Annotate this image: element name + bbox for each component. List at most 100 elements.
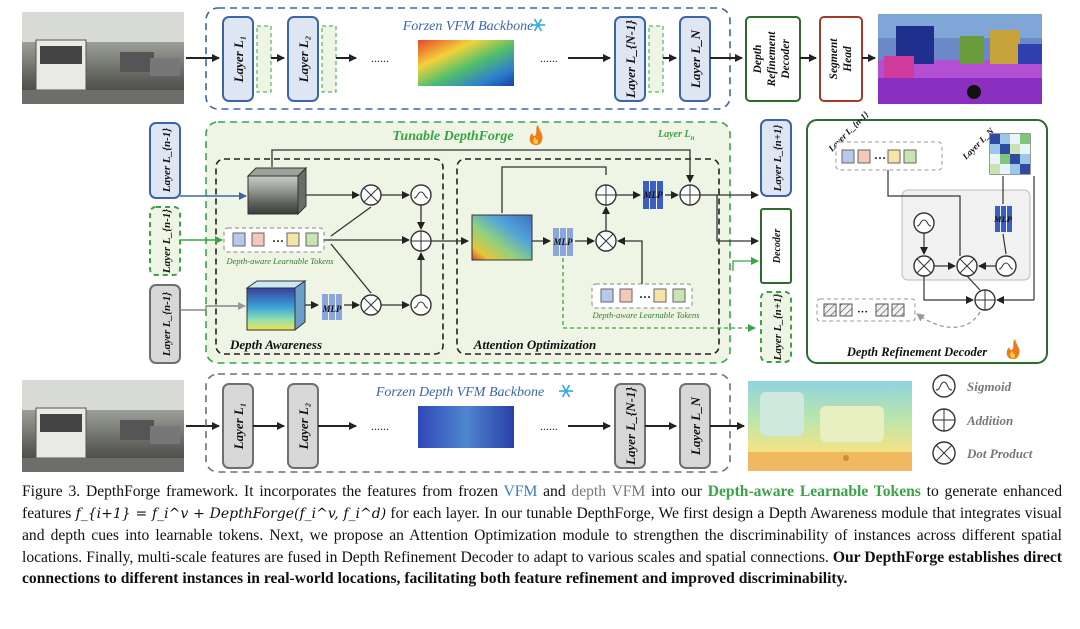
frozen-vfm-title: Forzen VFM Backbone <box>402 19 534 34</box>
feature-heatmap-top <box>418 40 514 86</box>
svg-text:MLP: MLP <box>553 237 574 247</box>
connectors-left <box>271 149 694 309</box>
frozen-depth-title: Forzen Depth VFM Backbone <box>375 385 544 400</box>
depth-aware-tokens-left: ··· <box>223 227 325 253</box>
svg-text:Layer L₁: Layer L₁ <box>231 36 246 84</box>
svg-text:Depth: Depth <box>752 45 764 75</box>
feature-heatmap-bottom <box>418 406 514 448</box>
ellipsis: ...... <box>540 419 558 433</box>
mlp-middle: MLP <box>553 228 574 256</box>
attention-optimization-box <box>456 158 720 355</box>
caption-dlt: Depth-aware Learnable Tokens <box>707 483 921 500</box>
svg-text:Segment: Segment <box>828 38 840 80</box>
arrow-feedback <box>916 311 981 328</box>
frozen-depth-vfm-box <box>205 373 731 473</box>
dot-product-op <box>595 230 617 252</box>
ellipsis: ...... <box>540 51 558 65</box>
depth-refinement-decoder-block: Depth Refinement Decoder <box>745 16 801 102</box>
svg-text:Layer L_{N-1}: Layer L_{N-1} <box>623 20 638 99</box>
layer-ln-minus1-blue: Layer L_{n-1} <box>149 122 181 199</box>
connectors-decoder <box>887 170 1035 304</box>
svg-text:Layer L_{N-1}: Layer L_{N-1} <box>623 387 638 466</box>
token-caption-left: Depth-aware Learnable Tokens <box>225 256 334 266</box>
svg-text:Layer L_N: Layer L_N <box>688 396 703 456</box>
svg-text:···: ··· <box>639 290 651 304</box>
legend-sigmoid: Sigmoid <box>932 374 1012 398</box>
dot-product-op <box>913 255 935 277</box>
arrow-green <box>732 257 759 271</box>
caption-text: and <box>537 483 572 500</box>
legend-addition-label: Addition <box>966 413 1013 428</box>
caption-text: Figure 3. DepthForge framework. It incor… <box>22 483 504 500</box>
ellipsis: ...... <box>371 51 389 65</box>
token-slot <box>256 25 272 93</box>
mlp-decoder: MLP <box>993 206 1013 232</box>
caption-text: to generate enhanced features <box>22 483 1062 522</box>
svg-text:Layer L_{n+1}: Layer L_{n+1} <box>772 124 784 192</box>
sigmoid-op <box>410 184 432 206</box>
attention-grid-icon <box>989 133 1031 175</box>
svg-text:Refinement: Refinement <box>766 31 778 88</box>
ellipsis: ...... <box>371 419 389 433</box>
segment-head-block: Segment Head <box>819 16 863 102</box>
sigmoid-op <box>410 294 432 316</box>
caption-formula: f_{i+1} = f_i^v + DepthForge(f_i^v, f_i^… <box>75 505 387 522</box>
depth-awareness-title: Depth Awareness <box>229 337 322 352</box>
svg-text:Layer L₂: Layer L₂ <box>296 36 311 84</box>
caption-text: for each layer. In our tunable DepthForg… <box>22 504 1062 566</box>
layer-l1-bottom: Layer L₁ <box>222 383 254 469</box>
caption-text: into our <box>645 483 708 500</box>
sigmoid-op <box>913 212 935 234</box>
layer-ln-minus1-gray: Layer L_{n-1} <box>149 284 181 364</box>
sigmoid-op <box>995 255 1017 277</box>
layer-l2-bottom: Layer L₂ <box>287 383 319 469</box>
addition-op <box>679 184 701 206</box>
depth-output-image <box>748 381 912 471</box>
svg-text:Layer L_{n-1}: Layer L_{n-1} <box>161 128 173 193</box>
layer-l2-top: Layer L₂ <box>287 16 319 102</box>
dot-product-op <box>956 255 978 277</box>
svg-text:Layer L_{n-1}: Layer L_{n-1} <box>161 292 173 357</box>
mlp-left: MLP <box>322 294 342 320</box>
arrow-green-dashed <box>562 258 756 332</box>
svg-text:Layer L_N: Layer L_N <box>688 29 703 89</box>
svg-text:Layer L₂: Layer L₂ <box>296 403 311 451</box>
svg-text:Layer L_{n+1}: Layer L_{n+1} <box>772 293 784 361</box>
mlp-upper: MLP <box>643 181 663 209</box>
depth-awareness-box <box>215 158 444 355</box>
snowflake-icon <box>559 384 573 398</box>
svg-text:···: ··· <box>857 306 868 318</box>
arrow-gray <box>180 302 246 311</box>
depth-aware-tokens-right: ··· <box>591 283 693 309</box>
connectors-right <box>501 166 759 284</box>
layer-l1-top: Layer L₁ <box>222 16 254 102</box>
attention-optimization-title: Attention Optimization <box>473 337 596 352</box>
attention-heatmap <box>471 214 533 261</box>
addition-op <box>595 184 617 206</box>
street-image-top <box>22 12 184 104</box>
depthforge-diagram: Forzen VFM Backbone Layer L₁ Layer L₂ ..… <box>22 7 1048 473</box>
segmentation-output-image <box>878 14 1042 104</box>
legend-dot-product: Dot Product <box>932 441 1033 465</box>
depth-feature-cube <box>245 280 307 332</box>
token-caption-right: Depth-aware Learnable Tokens <box>591 310 700 320</box>
layer-ln1-top: Layer L_{N-1} <box>614 16 646 102</box>
legend-sigmoid-label: Sigmoid <box>967 379 1012 394</box>
layer-ln-plus1-green: Layer L_{n+1} <box>760 291 792 363</box>
decoder-block: Decoder <box>760 208 792 284</box>
street-image-bottom <box>22 380 184 472</box>
caption-bold: Our DepthForge establishes direct connec… <box>22 548 1062 588</box>
hatched-token-row: ··· <box>816 298 916 322</box>
visual-feature-cube <box>246 166 308 216</box>
addition-op <box>410 230 432 252</box>
layer-ln-plus1-blue: Layer L_{n+1} <box>760 119 792 197</box>
svg-text:Layer L_{n-1}: Layer L_{n-1} <box>161 209 173 274</box>
dot-product-op <box>360 184 382 206</box>
decoder-token-row: ··· <box>835 141 943 171</box>
legend-dot-product-label: Dot Product <box>966 446 1033 461</box>
figure-caption: Figure 3. DepthForge framework. It incor… <box>22 481 1062 590</box>
svg-text:Decoder: Decoder <box>772 229 783 265</box>
svg-text:MLP: MLP <box>993 214 1013 224</box>
token-slot <box>321 25 337 93</box>
caption-depth-vfm: depth VFM <box>571 483 646 500</box>
